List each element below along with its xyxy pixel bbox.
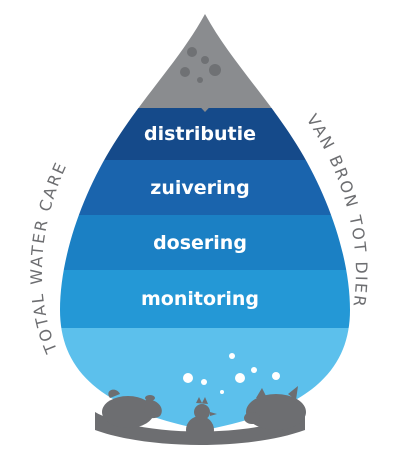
layer-label-distributie: distributie xyxy=(144,123,256,145)
layer-band-monitoring xyxy=(60,270,350,328)
layer-label-dosering: dosering xyxy=(153,232,247,254)
gray-top-band xyxy=(60,14,350,112)
layer-band-dosering xyxy=(60,215,350,270)
layer-band-zuivering xyxy=(60,160,350,215)
drop-body xyxy=(60,14,350,430)
pig-icon xyxy=(244,386,306,430)
stones xyxy=(180,47,221,83)
bubbles xyxy=(183,353,280,394)
layer-label-monitoring: monitoring xyxy=(141,288,259,310)
notch-marker xyxy=(190,96,220,112)
chicken-icon xyxy=(186,397,217,444)
sheep-icon xyxy=(102,389,162,428)
ground-base xyxy=(95,412,305,445)
layer-label-zuivering: zuivering xyxy=(150,177,249,199)
